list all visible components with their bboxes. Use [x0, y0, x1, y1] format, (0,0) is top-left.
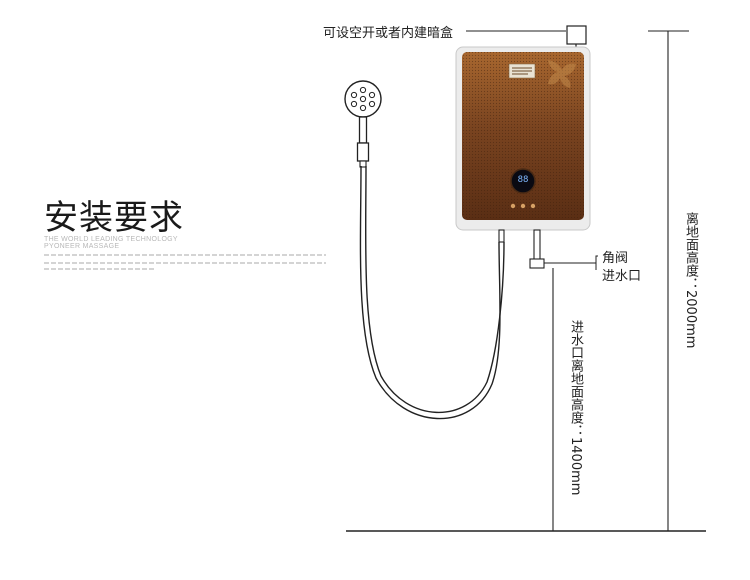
unit-height-dimension	[648, 30, 689, 531]
fine-print-line	[44, 254, 326, 256]
junction-box-icon	[566, 25, 587, 50]
angle-valve-label: 角阀	[602, 251, 629, 266]
junction-box-label: 可设空开或者内建暗盒	[323, 26, 454, 41]
pipe-icon	[498, 229, 545, 269]
shower-hose	[359, 165, 505, 420]
heater-display-readout: 88	[518, 175, 529, 185]
fine-print-line	[44, 268, 154, 270]
unit-height-label: 离地面高度：2000mm	[683, 212, 698, 349]
subtitle-english-1: THE WORLD LEADING TECHNOLOGY	[44, 236, 178, 243]
page-title: 安装要求	[44, 198, 184, 238]
subtitle-english-2: PYONEER MASSAGE	[44, 243, 120, 250]
fine-print-line	[44, 262, 326, 264]
inlet-height-label: 进水口离地面高度：1400mm	[568, 320, 583, 496]
angle-valve-leader	[544, 255, 598, 264]
water-inlet-label: 进水口	[602, 269, 642, 284]
electric-water-heater-icon: 88	[455, 46, 591, 231]
shower-head-icon	[344, 80, 382, 168]
